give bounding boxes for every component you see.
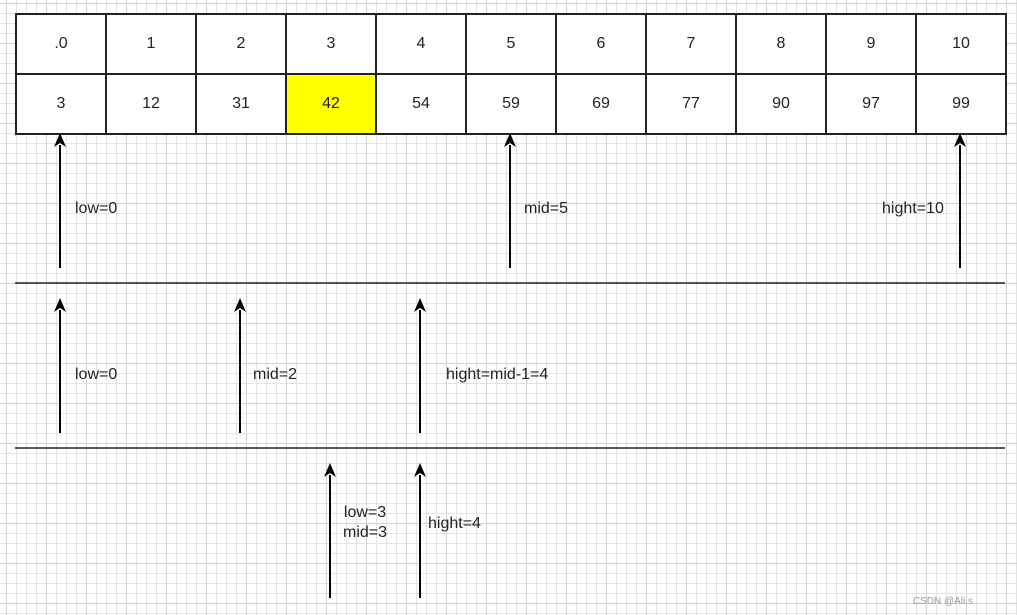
- step2-low-label: low=0: [75, 366, 118, 383]
- array-table: .0 1 2 3 4 5 6 7 8 9 10 3 12 31 42 54 59…: [15, 13, 1007, 135]
- low-arrowhead-icon: [54, 298, 66, 312]
- value-cell: 59: [465, 73, 557, 135]
- index-cell: 8: [735, 13, 827, 75]
- value-cell: 77: [645, 73, 737, 135]
- mid-arrowhead-icon: [234, 298, 246, 312]
- index-cell: 10: [915, 13, 1007, 75]
- watermark: CSDN @Ali.s: [912, 596, 973, 607]
- high-arrowhead-icon: [954, 133, 966, 147]
- high-arrowhead-icon: [414, 463, 426, 477]
- index-row: .0 1 2 3 4 5 6 7 8 9 10: [15, 13, 1007, 75]
- index-cell: .0: [15, 13, 107, 75]
- step1-low-label: low=0: [75, 200, 118, 217]
- value-cell: 31: [195, 73, 287, 135]
- step1-arrows: [54, 133, 966, 268]
- step1-mid-label: mid=5: [524, 200, 569, 217]
- value-cell: 3: [15, 73, 107, 135]
- index-cell: 2: [195, 13, 287, 75]
- value-cell-highlighted: 42: [285, 73, 377, 135]
- value-row: 3 12 31 42 54 59 69 77 90 97 99: [15, 73, 1007, 135]
- step2-high-label: hight=mid-1=4: [446, 366, 549, 383]
- value-cell: 90: [735, 73, 827, 135]
- value-cell: 69: [555, 73, 647, 135]
- step3-low-mid-label: low=3 mid=3: [343, 503, 387, 543]
- index-cell: 3: [285, 13, 377, 75]
- mid-arrowhead-icon: [504, 133, 516, 147]
- step3-low-label: low=3: [343, 504, 387, 521]
- low-arrowhead-icon: [54, 133, 66, 147]
- low-mid-arrowhead-icon: [324, 463, 336, 477]
- value-cell: 99: [915, 73, 1007, 135]
- high-arrowhead-icon: [414, 298, 426, 312]
- value-cell: 97: [825, 73, 917, 135]
- step3-mid-label: mid=3: [343, 524, 388, 541]
- index-cell: 6: [555, 13, 647, 75]
- index-cell: 4: [375, 13, 467, 75]
- value-cell: 54: [375, 73, 467, 135]
- index-cell: 7: [645, 13, 737, 75]
- step3-arrows: [324, 463, 426, 598]
- step1-high-label: hight=10: [882, 200, 944, 217]
- step2-arrows: [54, 298, 426, 433]
- step3-high-label: hight=4: [428, 515, 481, 532]
- index-cell: 1: [105, 13, 197, 75]
- index-cell: 5: [465, 13, 557, 75]
- step2-mid-label: mid=2: [253, 366, 298, 383]
- value-cell: 12: [105, 73, 197, 135]
- index-cell: 9: [825, 13, 917, 75]
